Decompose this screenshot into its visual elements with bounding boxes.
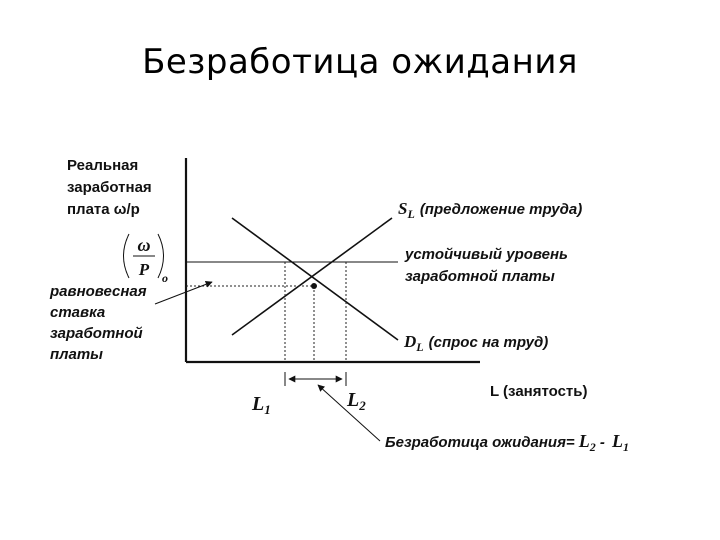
eq-rate-label-line-3: заработной: [50, 325, 143, 342]
formula-minus: -: [596, 434, 609, 451]
formula-pointer-arrow: [317, 384, 381, 442]
frac-denominator: P: [138, 260, 150, 279]
x-axis-label: L (занятость): [490, 383, 588, 400]
supply-subscript: L: [406, 207, 414, 221]
formula-l1-subscript: 1: [623, 440, 629, 454]
formula-l2-subscript: 2: [589, 440, 596, 454]
y-axis-label-line-2: заработная: [67, 179, 152, 196]
eq-rate-pointer-arrow: [154, 281, 213, 305]
supply-label: SL (предложение труда): [398, 199, 582, 221]
demand-subscript: L: [415, 340, 423, 354]
y-axis-label: Реальная заработная плата ω/p: [67, 157, 156, 218]
l1-subscript: 1: [264, 402, 271, 417]
demand-label: DL (спрос на труд): [403, 332, 548, 354]
eq-rate-label-line-2: ставка: [50, 304, 105, 321]
formula-label: Безработица ожидания=L2 - L1: [385, 431, 629, 454]
y-axis-label-line-1: Реальная: [67, 157, 138, 174]
l2-subscript: 2: [358, 398, 366, 413]
frac-subscript: o: [162, 271, 168, 285]
supply-text: (предложение труда): [420, 201, 582, 218]
supply-symbol: S: [398, 199, 407, 218]
demand-text: (спрос на труд): [429, 334, 549, 351]
eq-rate-label-line-4: платы: [50, 346, 103, 363]
sticky-wage-label: устойчивый уровень заработной платы: [404, 246, 572, 285]
slide-title: Безработица ожидания: [142, 42, 578, 82]
sticky-wage-label-line-2: заработной платы: [405, 268, 555, 285]
l2-label: L2: [346, 389, 366, 413]
sticky-wage-label-line-1: устойчивый уровень: [404, 246, 568, 263]
equilibrium-point: [311, 283, 317, 289]
formula-text: Безработица ожидания=: [385, 434, 575, 451]
l1-letter: L: [251, 393, 264, 415]
y-axis-label-line-3: плата ω/p: [67, 201, 140, 218]
l1-label: L1: [251, 393, 271, 417]
eq-rate-label: равновесная ставка заработной платы: [49, 283, 151, 363]
frac-right-paren: [157, 233, 164, 279]
demand-curve: [231, 217, 399, 341]
l2-letter: L: [346, 389, 359, 411]
frac-left-paren: [123, 233, 130, 279]
frac-numerator: ω: [137, 235, 150, 255]
demand-symbol: D: [403, 332, 416, 351]
formula-l1: L: [611, 431, 623, 451]
formula-l2: L: [578, 431, 590, 451]
eq-rate-label-line-1: равновесная: [49, 283, 147, 300]
